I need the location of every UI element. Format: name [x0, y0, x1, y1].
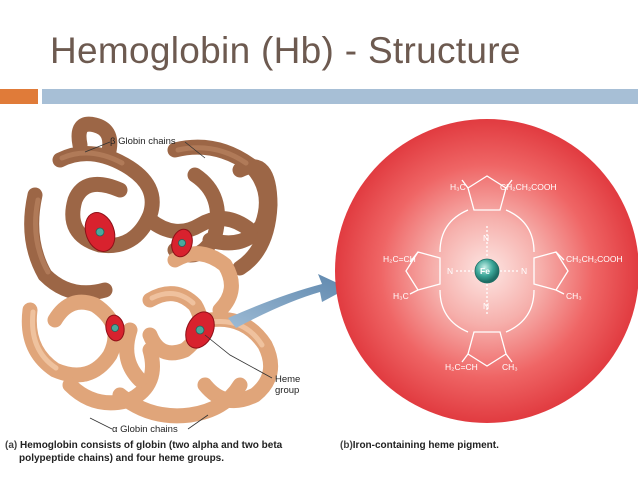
n-top: N	[483, 233, 489, 243]
sub-top-left: H₃C	[450, 182, 466, 192]
heme-structure	[405, 175, 569, 367]
connector-arrow	[228, 274, 348, 328]
beta-chains-label: β Globin chains	[110, 136, 176, 147]
alpha-chains-label: α Globin chains	[112, 424, 178, 435]
sub-top-right: CH₂CH₂COOH	[500, 182, 557, 192]
caption-a-line1: Hemoglobin consists of globin (two alpha…	[20, 440, 283, 451]
n-bottom: N	[483, 301, 489, 311]
caption-b: (b)Iron-containing heme pigment.	[340, 439, 499, 452]
slide-title: Hemoglobin (Hb) - Structure	[50, 30, 521, 71]
caption-a-line2: polypeptide chains) and four heme groups…	[19, 453, 225, 464]
iron-atom	[474, 258, 500, 284]
fe-label: Fe	[480, 266, 490, 276]
accent-bar-orange	[0, 89, 38, 104]
sub-right-lower: CH₃	[566, 291, 582, 301]
sub-bottom-left: H₂C=CH	[445, 362, 478, 372]
heme-group-label: Heme group	[275, 374, 300, 396]
sub-right-upper: CH₂CH₂COOH	[566, 254, 623, 264]
caption-a: (a) Hemoglobin consists of globin (two a…	[5, 439, 282, 465]
caption-b-tag: (b)	[340, 440, 353, 451]
sub-bottom-right: CH₃	[502, 362, 518, 372]
hemoglobin-molecule	[21, 116, 279, 424]
sub-left-upper: H₂C=CH	[383, 254, 416, 264]
caption-a-tag: (a)	[5, 440, 18, 451]
label-leaders	[84, 141, 273, 430]
accent-bar-blue	[42, 89, 638, 104]
heme-label-line1: Heme	[275, 374, 301, 385]
caption-b-text: Iron-containing heme pigment.	[352, 440, 499, 451]
sub-left-lower: H₃C	[393, 291, 409, 301]
n-right: N	[521, 266, 527, 276]
n-left: N	[447, 266, 453, 276]
heme-atom-labels: N N N N Fe H₃C CH₂CH₂COOH H₂C=CH H₃C CH₂…	[383, 182, 623, 372]
heme-label-line2: group	[275, 385, 300, 396]
